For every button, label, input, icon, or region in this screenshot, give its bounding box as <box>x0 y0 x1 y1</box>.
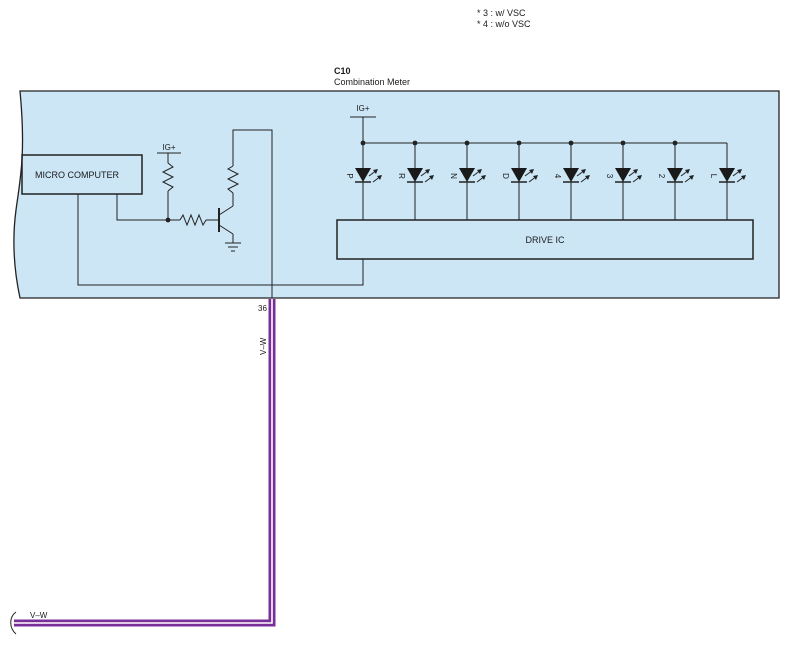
led-label: 4 <box>553 174 562 179</box>
led-2: 2 <box>657 143 694 220</box>
component-name: Combination Meter <box>334 77 410 87</box>
ig-plus-right-label: IG+ <box>356 104 369 113</box>
drive-ic-label: DRIVE IC <box>525 235 565 245</box>
led-label: N <box>449 173 458 179</box>
led-label: 3 <box>605 174 614 179</box>
v-w-wire <box>10 299 276 635</box>
led-d: D <box>501 143 538 220</box>
ig-plus-left-label: IG+ <box>162 143 175 152</box>
led-label: D <box>501 173 510 179</box>
component-code: C10 <box>334 66 351 76</box>
led-label: 2 <box>657 174 666 179</box>
wire-color-vertical-label: V–W <box>259 337 268 355</box>
led-n: N <box>449 143 486 220</box>
led-label: P <box>345 173 354 178</box>
led-4: 4 <box>553 143 590 220</box>
led-3: 3 <box>605 143 642 220</box>
led-r: R <box>397 143 434 220</box>
micro-computer-label: MICRO COMPUTER <box>35 170 119 180</box>
led-label: R <box>397 173 406 179</box>
led-label: L <box>709 174 718 179</box>
led-l: L <box>709 143 746 220</box>
led-p: P <box>345 143 382 220</box>
note-no-vsc: * 4 : w/o VSC <box>477 19 531 29</box>
micro-computer-box <box>21 154 143 195</box>
circuit-lines <box>77 116 727 298</box>
connector-pin-label: 36 <box>258 304 267 313</box>
shift-indicator-leds: P R N D 4 3 2 L <box>345 143 746 220</box>
wire-color-horizontal-label: V–W <box>30 611 48 620</box>
note-vsc: * 3 : w/ VSC <box>477 8 526 18</box>
drive-ic-box <box>336 219 754 260</box>
